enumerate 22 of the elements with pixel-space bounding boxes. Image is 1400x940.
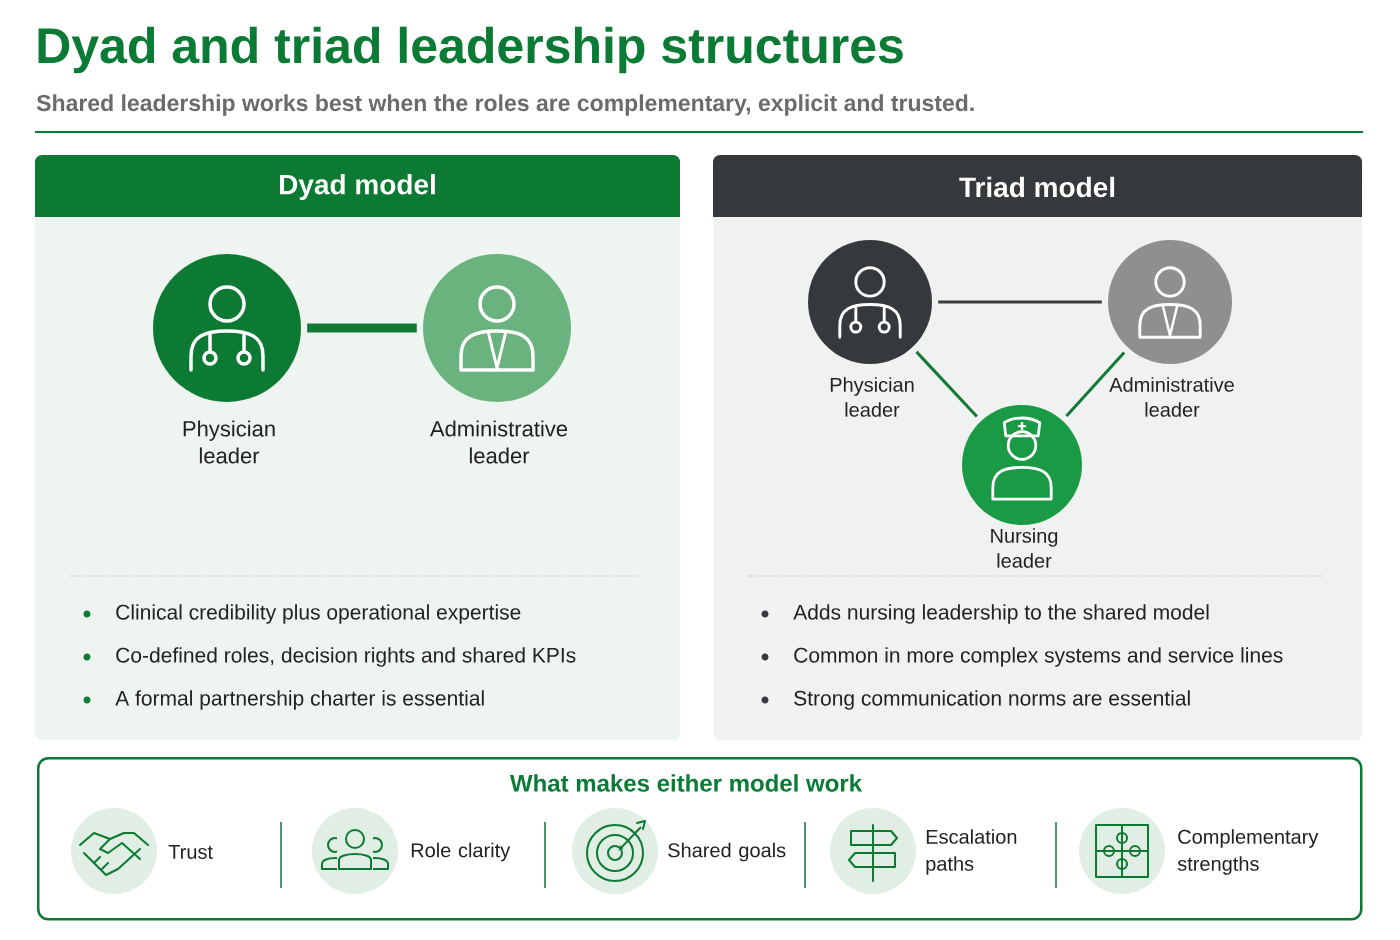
bullet-item: Co-defined roles, decision rights and shared KPIs — [83, 647, 576, 667]
subtitle: Shared leadership works best when the roles are complementary, explicit and trusted. — [36, 94, 974, 116]
bullet-item: A formal partnership charter is essential — [83, 690, 484, 710]
connector-line — [938, 300, 1102, 304]
bullet-item: Clinical credibility plus operational expertise — [83, 604, 521, 624]
connector-line — [1065, 351, 1126, 417]
connector-line — [915, 350, 978, 418]
role-label: Administrative leader — [1109, 377, 1234, 417]
connector-line — [307, 323, 417, 333]
bullet-item: Common in more complex systems and service lines — [761, 647, 1283, 667]
role-label: Physician leader — [183, 420, 275, 464]
item-label: Role clarity — [411, 842, 511, 862]
role-label: Administrative leader — [429, 420, 568, 464]
bullet-item: Strong communication norms are essential — [761, 690, 1190, 710]
role-label: Nursing leader — [991, 528, 1058, 568]
item-label: Complementary strengths — [1177, 829, 1319, 875]
item-label: Shared goals — [668, 842, 786, 862]
item-label: Trust — [168, 845, 213, 859]
title: Dyad and triad leadership structures — [38, 26, 903, 74]
role-label: Physician leader — [830, 377, 914, 417]
bullet-item: Adds nursing leadership to the shared model — [761, 604, 1209, 624]
item-label: Escalation paths — [926, 829, 1017, 875]
